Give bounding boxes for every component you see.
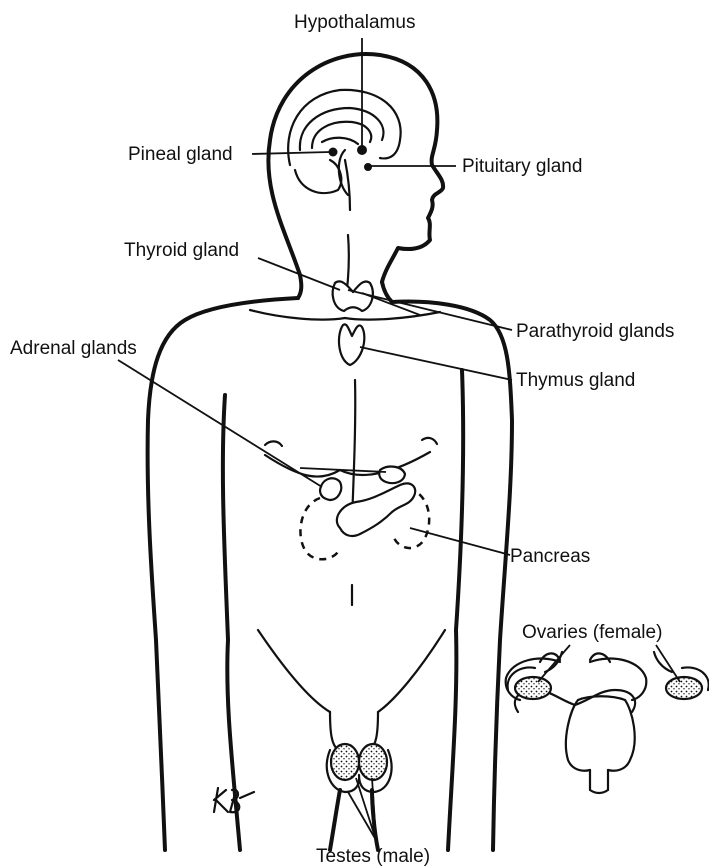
thymus-gland-shape bbox=[339, 324, 364, 365]
label-ovaries: Ovaries (female) bbox=[522, 622, 662, 643]
right-adrenal-shape bbox=[379, 467, 405, 484]
right-testis-shape bbox=[359, 744, 387, 780]
left-ovary-shape bbox=[515, 677, 551, 699]
label-pituitary-gland: Pituitary gland bbox=[462, 156, 582, 177]
label-thyroid-gland: Thyroid gland bbox=[124, 240, 239, 261]
label-adrenal-glands: Adrenal glands bbox=[10, 338, 137, 359]
uterus-inset bbox=[506, 652, 709, 793]
label-testes: Testes (male) bbox=[316, 846, 430, 866]
label-pancreas: Pancreas bbox=[510, 546, 590, 567]
pituitary-marker bbox=[364, 163, 372, 171]
label-thymus-gland: Thymus gland bbox=[516, 370, 635, 391]
body-outline bbox=[148, 54, 512, 850]
left-testis-shape bbox=[331, 744, 359, 780]
label-parathyroid-glands: Parathyroid glands bbox=[516, 321, 674, 342]
left-adrenal-shape bbox=[320, 478, 341, 500]
left-kidney-outline bbox=[300, 498, 338, 559]
label-hypothalamus: Hypothalamus bbox=[294, 12, 415, 33]
labels: Hypothalamus Pineal gland Pituitary glan… bbox=[10, 12, 674, 866]
label-pineal-gland: Pineal gland bbox=[128, 144, 233, 165]
right-ovary-shape bbox=[666, 677, 702, 699]
pancreas-shape bbox=[337, 483, 415, 536]
thyroid-gland-shape bbox=[333, 281, 373, 311]
